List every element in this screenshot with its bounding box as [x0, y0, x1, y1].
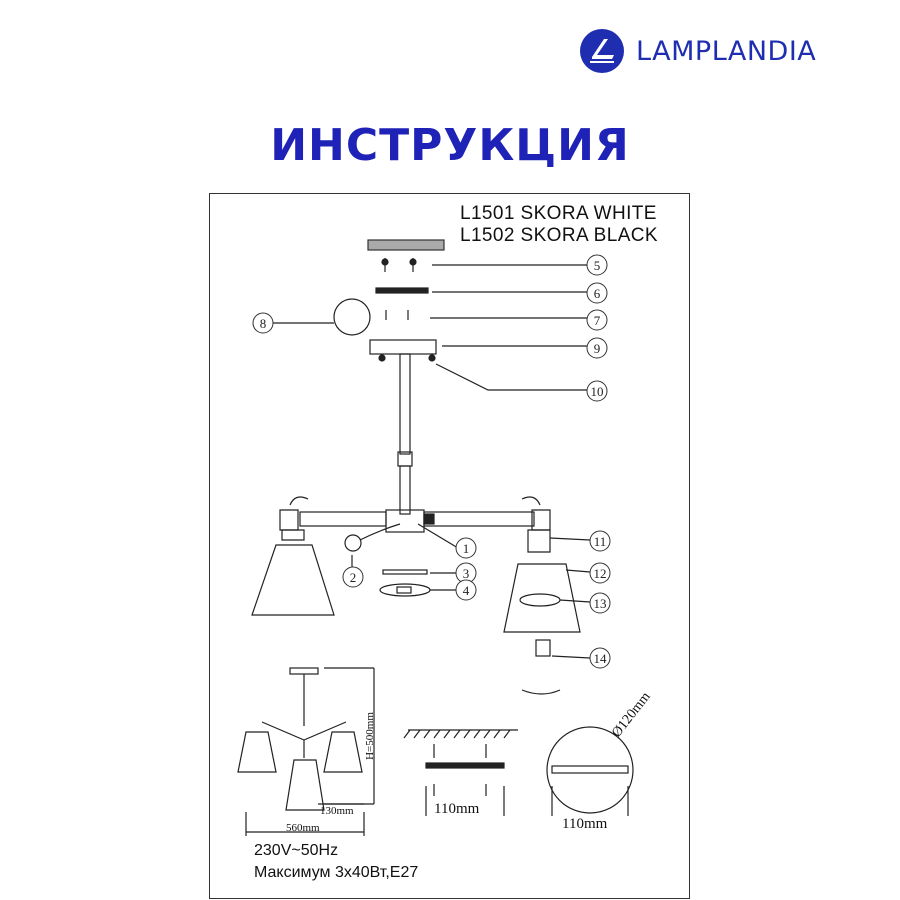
lamplandia-logo-icon	[580, 29, 624, 73]
callout-12: 12	[594, 566, 607, 581]
dim-height: H=500mm	[364, 712, 376, 760]
dim-offset: 130mm	[320, 805, 354, 817]
callout-10: 10	[591, 384, 604, 399]
callout-11: 11	[594, 534, 607, 549]
callout-5: 5	[594, 258, 601, 273]
callout-6: 6	[594, 286, 601, 301]
callout-9: 9	[594, 341, 601, 356]
callout-13: 13	[594, 596, 607, 611]
dim-bracket-span: 110mm	[434, 801, 480, 817]
dim-canopy-diameter: Ø120mm	[609, 689, 653, 740]
brand-name: LAMPLANDIA	[636, 35, 817, 67]
dim-canopy-bracket: 110mm	[562, 816, 608, 832]
callout-2: 2	[350, 570, 357, 585]
brand-logo: LAMPLANDIA	[578, 26, 868, 76]
page-title: ИНСТРУКЦИЯ	[270, 120, 630, 171]
callout-4: 4	[463, 583, 470, 598]
dim-width: 560mm	[286, 822, 320, 834]
model-black: L1502 SKORA BLACK	[460, 225, 658, 246]
callout-14: 14	[594, 651, 608, 666]
callout-1: 1	[463, 541, 470, 556]
callout-8: 8	[260, 316, 267, 331]
callout-7: 7	[594, 313, 601, 328]
spec-voltage: 230V~50Hz	[254, 842, 339, 859]
spec-power: Максимум 3х40Вт,Е27	[254, 864, 419, 881]
model-white: L1501 SKORA WHITE	[460, 203, 657, 224]
callout-3: 3	[463, 566, 470, 581]
instruction-sheet	[209, 193, 690, 899]
